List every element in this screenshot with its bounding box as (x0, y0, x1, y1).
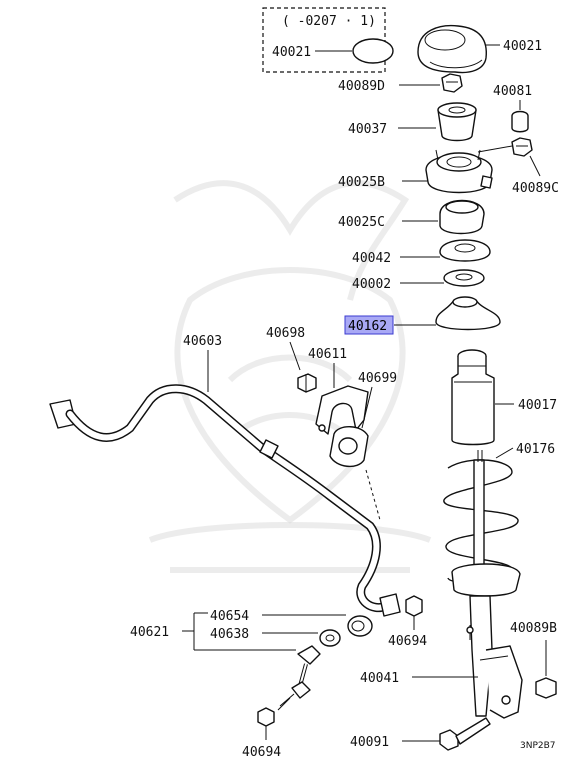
bushing-40699 (329, 426, 369, 467)
bushing-40638 (319, 629, 341, 647)
nut-40089B (535, 677, 557, 699)
label-40017[interactable]: 40017 (518, 398, 557, 413)
upper-mount-40025B (425, 145, 513, 194)
nut-40089D (441, 73, 463, 93)
nut-40694-a (405, 595, 423, 617)
coil-spring-40176 (443, 450, 519, 584)
label-40041[interactable]: 40041 (360, 671, 399, 686)
variant-box (262, 7, 386, 73)
figure-code: 3NP2B7 (520, 741, 556, 751)
label-40694-a[interactable]: 40694 (388, 634, 427, 649)
label-40603[interactable]: 40603 (183, 334, 222, 349)
label-40042[interactable]: 40042 (352, 251, 391, 266)
label-40621[interactable]: 40621 (130, 625, 169, 640)
washer-40002 (443, 269, 485, 287)
label-40089D[interactable]: 40089D (338, 79, 385, 94)
label-40694-b[interactable]: 40694 (242, 745, 281, 760)
label-40089B[interactable]: 40089B (510, 621, 557, 636)
dust-cap-variant (352, 38, 394, 64)
label-40025C[interactable]: 40025C (338, 215, 385, 230)
bushing-40654 (347, 615, 373, 637)
label-40091[interactable]: 40091 (350, 735, 389, 750)
label-40081[interactable]: 40081 (493, 84, 532, 99)
label-40162[interactable]: 40162 (348, 319, 387, 334)
label-40638[interactable]: 40638 (210, 627, 249, 642)
label-40176[interactable]: 40176 (516, 442, 555, 457)
variant-note: ( -0207 · 1) (282, 14, 376, 29)
strut-40041 (451, 563, 523, 719)
label-40611[interactable]: 40611 (308, 347, 347, 362)
label-40037[interactable]: 40037 (348, 122, 387, 137)
nut-40694-b (257, 707, 275, 727)
dust-boot-40017 (451, 349, 495, 446)
spring-seat-40162 (435, 296, 501, 331)
pin-strut (466, 625, 474, 640)
label-40002[interactable]: 40002 (352, 277, 391, 292)
label-40021-b[interactable]: 40021 (503, 39, 542, 54)
label-40162-highlight (344, 315, 394, 335)
watermark-logo (148, 180, 432, 573)
label-40699[interactable]: 40699 (358, 371, 397, 386)
bolt-40698 (297, 373, 317, 393)
seat-40025C (439, 199, 485, 235)
insulator-40042 (439, 239, 491, 262)
label-40698[interactable]: 40698 (266, 326, 305, 341)
stabilizer-link (277, 645, 321, 711)
label-40025B[interactable]: 40025B (338, 175, 385, 190)
label-40089C[interactable]: 40089C (512, 181, 559, 196)
bushing-40037 (437, 102, 477, 142)
stabilizer-bar-40603 (49, 384, 401, 617)
cap-40081 (511, 110, 529, 133)
bracket-40611 (315, 385, 369, 435)
dust-cap-40021 (417, 24, 487, 74)
label-40021-a[interactable]: 40021 (272, 45, 311, 60)
bolt-40091 (439, 717, 491, 751)
label-40654[interactable]: 40654 (210, 609, 249, 624)
nut-40089C (511, 137, 533, 157)
